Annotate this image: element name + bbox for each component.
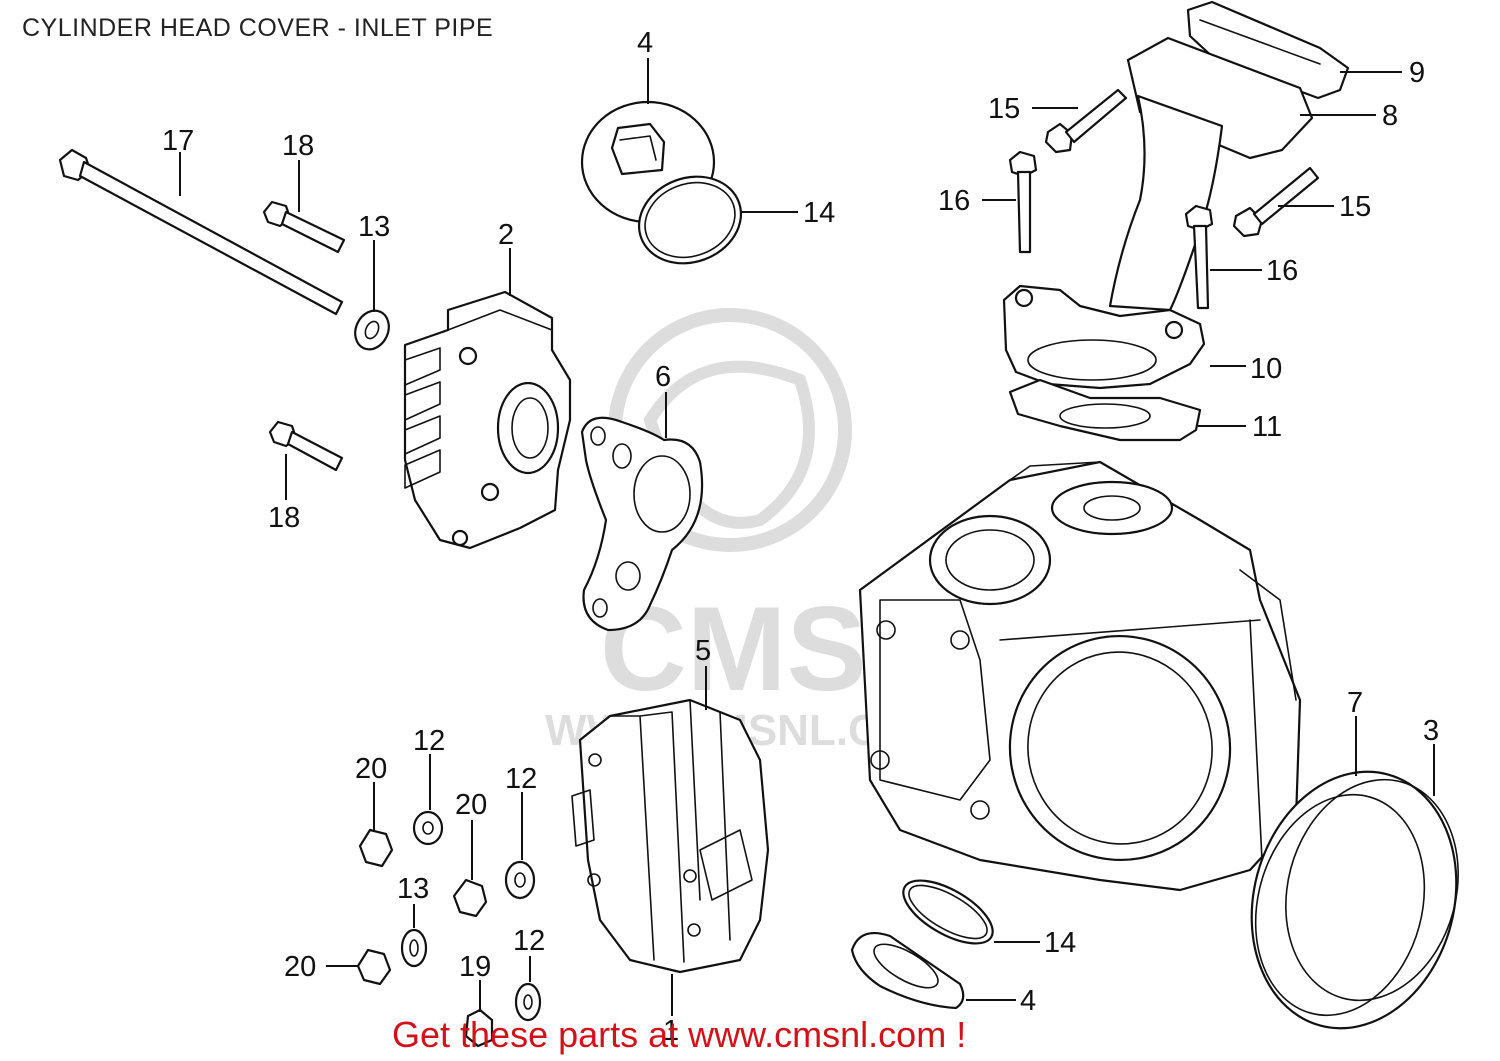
callout-16-lower: 16 (1266, 255, 1298, 287)
callout-13-upper: 13 (358, 211, 390, 243)
callout-3: 3 (1423, 715, 1439, 747)
washer-lower (400, 928, 428, 968)
callout-7: 7 (1347, 687, 1363, 719)
callout-16-upper: 16 (938, 185, 970, 217)
inlet-bolt-right (1232, 166, 1320, 238)
leader-lines (179, 58, 1435, 1016)
callout-19: 19 (459, 951, 491, 983)
callout-6: 6 (655, 361, 671, 393)
nut-20-upper (358, 828, 394, 868)
washer-upper (354, 309, 390, 351)
diagram-title: CYLINDER HEAD COVER - INLET PIPE (22, 14, 494, 42)
callout-2: 2 (498, 219, 514, 251)
callout-4-upper: 4 (637, 27, 653, 59)
o-ring-lower (902, 879, 994, 945)
callout-14-upper: 14 (803, 197, 835, 229)
callout-20-lower: 20 (284, 951, 316, 983)
nut-20-lower (356, 948, 392, 986)
callout-12-upper: 12 (413, 725, 445, 757)
callout-1: 1 (663, 1015, 679, 1047)
tappet-cap-lower (850, 932, 965, 1010)
callout-10: 10 (1250, 353, 1282, 385)
inlet-gasket-part (1008, 378, 1202, 442)
inlet-stud-right (1184, 204, 1214, 310)
nut-20-middle (452, 878, 488, 918)
callout-5: 5 (695, 635, 711, 667)
callout-4-lower: 4 (1020, 985, 1036, 1017)
bolt-upper (262, 200, 346, 254)
side-cap-part (1250, 770, 1459, 1030)
washer-12-middle (504, 860, 536, 900)
callout-20-upper: 20 (355, 753, 387, 785)
callout-9: 9 (1409, 57, 1425, 89)
washer-12-lower (514, 982, 542, 1022)
callout-labels: 4 9 15 8 17 18 14 16 15 13 2 16 10 6 11 … (162, 27, 1439, 1047)
callout-12-middle: 12 (505, 763, 537, 795)
callout-14-lower: 14 (1044, 927, 1076, 959)
bolt-lower (268, 420, 344, 472)
callout-20-middle: 20 (455, 789, 487, 821)
callout-17: 17 (162, 125, 194, 157)
inlet-stud-left (1008, 150, 1038, 254)
callout-18-upper: 18 (282, 130, 314, 162)
callout-13-lower: 13 (397, 873, 429, 905)
inlet-pipe-part (1002, 94, 1224, 390)
head-cover-part (571, 698, 770, 974)
insulator-part (1186, 0, 1350, 100)
o-ring-upper (637, 175, 743, 265)
side-cover-part (403, 290, 572, 550)
stud-bolt-long (58, 148, 344, 316)
callout-8: 8 (1382, 100, 1398, 132)
inlet-bolt-upper (1044, 88, 1128, 154)
gasket-part (580, 416, 704, 632)
cylinder-head-part (858, 460, 1302, 892)
footer-parts-link[interactable]: Get these parts at www.cmsnl.com ! (392, 1014, 967, 1055)
callout-11: 11 (1252, 411, 1282, 443)
callout-15-upper: 15 (988, 93, 1020, 125)
callout-15-lower: 15 (1339, 191, 1371, 223)
washer-12-upper (412, 810, 444, 846)
callout-18-lower: 18 (268, 502, 300, 534)
callout-12-lower: 12 (513, 925, 545, 957)
